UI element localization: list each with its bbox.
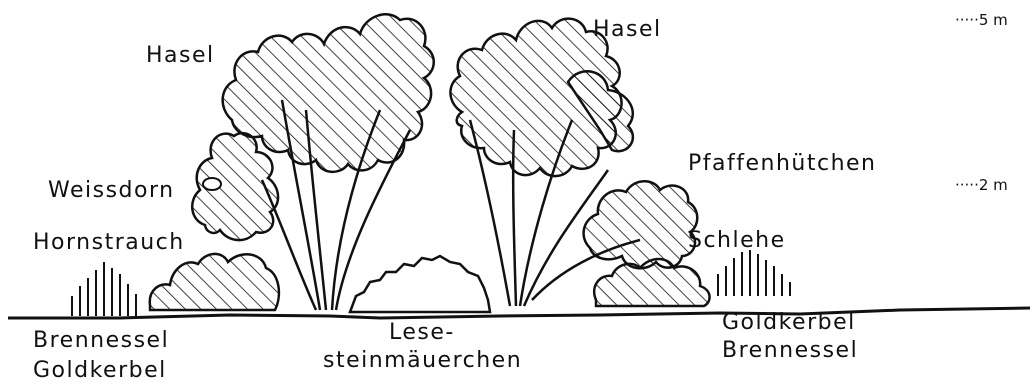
scale-value-5m: 5 m — [979, 11, 1008, 29]
scale-dots: ····· — [955, 176, 979, 194]
pfaffenhuetchen-bush — [584, 181, 698, 268]
label-brennessel-right: Brennessel — [722, 340, 858, 362]
left-herbs — [72, 262, 136, 316]
label-brennessel-left: Brennessel — [33, 330, 169, 352]
label-schlehe: Schlehe — [688, 230, 786, 252]
label-lese: Lese- — [389, 322, 455, 344]
scale-dots: ····· — [955, 11, 979, 29]
label-steinmaeuerchen: steinmäuerchen — [323, 350, 522, 372]
scale-mark-5m: ·····5 m — [955, 13, 1008, 28]
label-goldkerbel-right: Goldkerbel — [722, 312, 856, 334]
scale-value-2m: 2 m — [979, 176, 1008, 194]
weissdorn-gap — [203, 178, 221, 190]
stone-wall — [350, 256, 490, 312]
label-hasel-left: Hasel — [146, 45, 215, 67]
schlehe-bush — [594, 259, 709, 306]
label-hasel-right: Hasel — [593, 19, 662, 41]
right-herbs — [718, 250, 790, 296]
hornstrauch-bush — [150, 254, 279, 310]
label-pfaffenhuetchen: Pfaffenhütchen — [688, 153, 877, 175]
label-weissdorn: Weissdorn — [48, 180, 175, 202]
scale-mark-2m: ·····2 m — [955, 178, 1008, 193]
label-goldkerbel-left: Goldkerbel — [33, 360, 167, 382]
label-hornstrauch: Hornstrauch — [33, 232, 185, 254]
